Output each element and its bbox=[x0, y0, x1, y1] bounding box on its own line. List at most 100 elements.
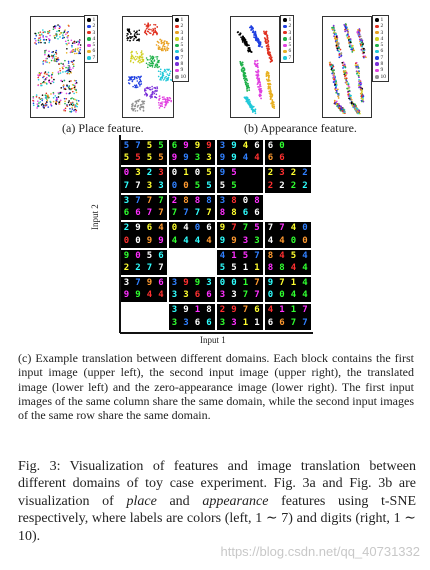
scatter-point bbox=[138, 78, 141, 80]
digit-glyph: 1 bbox=[254, 262, 260, 273]
scatter-point bbox=[34, 32, 36, 35]
scatter-point bbox=[38, 37, 40, 40]
subcaption-place: (a) Place feature. bbox=[62, 121, 144, 135]
scatter-point bbox=[130, 78, 133, 81]
scatter-point bbox=[333, 99, 336, 102]
scatter-point bbox=[156, 64, 159, 67]
digit-glyph: 0 bbox=[302, 235, 308, 246]
legend-dot-icon bbox=[375, 30, 379, 35]
scatter-point bbox=[131, 80, 134, 83]
digit-glyph: 7 bbox=[290, 317, 297, 328]
scatter-point bbox=[42, 76, 44, 79]
digit-glyph: 6 bbox=[254, 141, 260, 151]
digit-glyph: 0 bbox=[171, 168, 178, 179]
scatter-point bbox=[158, 107, 161, 109]
digit-glyph: 4 bbox=[219, 250, 226, 261]
digit-glyph: 0 bbox=[135, 250, 141, 261]
digit-glyph: 9 bbox=[123, 250, 130, 261]
scatter-point bbox=[337, 97, 340, 99]
scatter-point bbox=[43, 107, 45, 109]
scatter-point bbox=[145, 33, 148, 36]
scatter-point bbox=[345, 79, 348, 82]
scatter-point bbox=[335, 89, 338, 92]
scatter-point bbox=[151, 92, 154, 94]
scatter-point bbox=[270, 95, 272, 98]
legend-entry: 7 bbox=[175, 55, 186, 61]
scatter-point bbox=[55, 101, 58, 104]
scatter-point bbox=[140, 83, 143, 85]
scatter-point bbox=[158, 46, 161, 48]
scatter-point bbox=[144, 88, 146, 90]
scatter-point bbox=[145, 57, 148, 59]
scatter-point bbox=[43, 38, 45, 41]
scatter-point bbox=[360, 88, 362, 91]
scatter-point bbox=[159, 70, 162, 73]
scatter-point bbox=[364, 56, 367, 59]
scatter-point bbox=[268, 79, 271, 82]
scatter-point bbox=[332, 81, 335, 84]
scatter-point bbox=[266, 34, 269, 37]
scatter-point bbox=[358, 76, 360, 79]
scatter-point bbox=[158, 65, 160, 68]
scatter-point bbox=[167, 78, 169, 81]
scatter-point bbox=[353, 49, 356, 52]
scatter-point bbox=[147, 87, 149, 90]
scatter-point bbox=[35, 34, 38, 37]
scatter-point bbox=[144, 92, 147, 94]
scatter-point bbox=[145, 27, 148, 30]
scatter-point bbox=[164, 103, 167, 106]
scatter-point bbox=[340, 105, 342, 108]
scatter-point bbox=[47, 71, 50, 74]
digit-glyph: 6 bbox=[267, 317, 274, 328]
scatter-point bbox=[134, 105, 136, 108]
scatter-point bbox=[146, 24, 149, 26]
scatter-point bbox=[154, 96, 156, 98]
digit-glyph: 8 bbox=[183, 195, 189, 206]
scatter-point bbox=[73, 79, 76, 82]
scatter-point bbox=[48, 31, 51, 34]
scatter-point bbox=[64, 109, 67, 112]
legend-entry: 7 bbox=[283, 55, 291, 61]
scatter-point bbox=[44, 53, 46, 56]
scatter-point bbox=[156, 87, 159, 90]
scatter-point bbox=[338, 103, 340, 105]
scatter-point bbox=[133, 78, 136, 80]
scatter-point bbox=[40, 84, 42, 87]
scatter-point bbox=[340, 55, 342, 58]
scatter-point bbox=[46, 36, 48, 38]
watermark: https://blog.csdn.net/qq_40731332 bbox=[220, 544, 421, 559]
scatter-point bbox=[37, 74, 39, 76]
scatter-point bbox=[133, 37, 136, 40]
scatter-point bbox=[349, 39, 352, 42]
appearance-scatter-plot-2 bbox=[322, 16, 372, 118]
legend-entry: 4 bbox=[283, 36, 291, 42]
scatter-point bbox=[333, 78, 336, 81]
place-scatter-points-1 bbox=[32, 24, 82, 113]
digit-glyph: 7 bbox=[279, 278, 285, 288]
scatter-point bbox=[154, 27, 156, 30]
scatter-point bbox=[265, 42, 268, 45]
scatter-point bbox=[138, 39, 140, 42]
scatter-point bbox=[157, 75, 160, 78]
scatter-point bbox=[65, 97, 68, 100]
legend-dot-icon bbox=[175, 18, 179, 22]
scatter-point bbox=[56, 30, 58, 33]
scatter-point bbox=[360, 97, 363, 100]
scatter-point bbox=[72, 60, 75, 62]
figure-caption-place: place bbox=[126, 493, 157, 509]
scatter-point bbox=[45, 92, 48, 95]
digit-glyph: 5 bbox=[231, 180, 237, 191]
digit-glyph: 5 bbox=[231, 168, 237, 179]
scatter-point bbox=[142, 59, 144, 62]
scatter-point bbox=[137, 60, 140, 63]
scatter-point bbox=[362, 95, 365, 98]
scatter-point bbox=[65, 52, 68, 54]
legend-entry: 1 bbox=[87, 17, 95, 23]
legend-label: 7 bbox=[288, 54, 292, 61]
scatter-point bbox=[77, 40, 79, 43]
legend-entry: 7 bbox=[375, 55, 386, 61]
scatter-point bbox=[64, 59, 66, 62]
